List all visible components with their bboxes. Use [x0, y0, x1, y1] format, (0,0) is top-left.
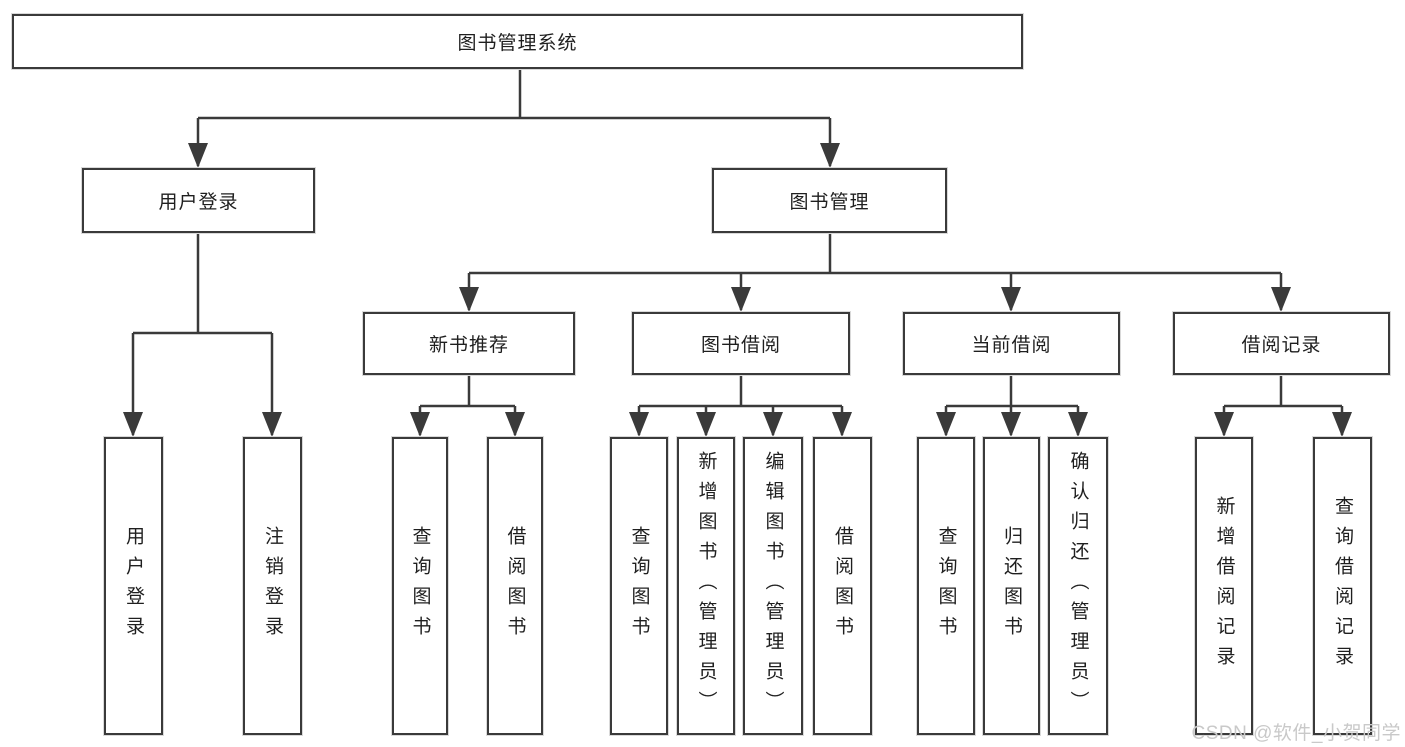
- node-label: 借阅图书: [504, 526, 526, 646]
- node-label: 确认归还（管理员）: [1067, 451, 1089, 721]
- node-label: 查询图书: [935, 526, 957, 646]
- node-label: 查询图书: [628, 526, 650, 646]
- node-label: 当前借阅: [971, 335, 1052, 356]
- node-label: 新增借阅记录: [1213, 496, 1235, 676]
- node-book-management: 图书管理: [712, 168, 947, 233]
- node-label: 查询图书: [409, 526, 431, 646]
- leaf-return-books: 归还图书: [983, 437, 1040, 735]
- node-label: 图书管理: [789, 192, 870, 213]
- leaf-query-books-recommend: 查询图书: [392, 437, 448, 735]
- node-label: 归还图书: [1001, 526, 1022, 646]
- node-label: 新书推荐: [428, 335, 509, 356]
- leaf-edit-books-admin: 编辑图书（管理员）: [743, 437, 803, 735]
- node-label: 图书管理系统: [457, 33, 578, 54]
- leaf-query-books-current: 查询图书: [917, 437, 975, 735]
- node-new-book-recommendation: 新书推荐: [363, 312, 575, 375]
- arrowheads: [123, 143, 1352, 437]
- node-label: 借阅图书: [832, 526, 853, 646]
- node-label: 用户登录: [158, 192, 239, 213]
- node-borrowing-records: 借阅记录: [1173, 312, 1390, 375]
- leaf-confirm-return-admin: 确认归还（管理员）: [1048, 437, 1108, 735]
- node-library-management-system: 图书管理系统: [12, 14, 1023, 69]
- leaf-query-books-borrow: 查询图书: [610, 437, 668, 735]
- leaf-borrow-books-recommend: 借阅图书: [487, 437, 543, 735]
- node-label: 借阅记录: [1241, 335, 1322, 356]
- node-book-borrowing: 图书借阅: [632, 312, 850, 375]
- leaf-add-borrow-record: 新增借阅记录: [1195, 437, 1253, 735]
- node-user-login: 用户登录: [82, 168, 315, 233]
- watermark-text: CSDN @软件_小贺同学: [1191, 723, 1401, 744]
- node-current-borrowing: 当前借阅: [903, 312, 1120, 375]
- node-label: 注销登录: [262, 526, 283, 646]
- node-label: 编辑图书（管理员）: [762, 451, 784, 721]
- leaf-logout: 注销登录: [243, 437, 302, 735]
- node-label: 用户登录: [123, 526, 144, 646]
- node-label: 新增图书（管理员）: [695, 451, 717, 721]
- node-label: 图书借阅: [700, 335, 781, 356]
- leaf-add-books-admin: 新增图书（管理员）: [677, 437, 735, 735]
- node-label: 查询借阅记录: [1332, 496, 1353, 676]
- leaf-query-borrow-record: 查询借阅记录: [1313, 437, 1372, 735]
- leaf-user-login: 用户登录: [104, 437, 163, 735]
- leaf-borrow-books: 借阅图书: [813, 437, 872, 735]
